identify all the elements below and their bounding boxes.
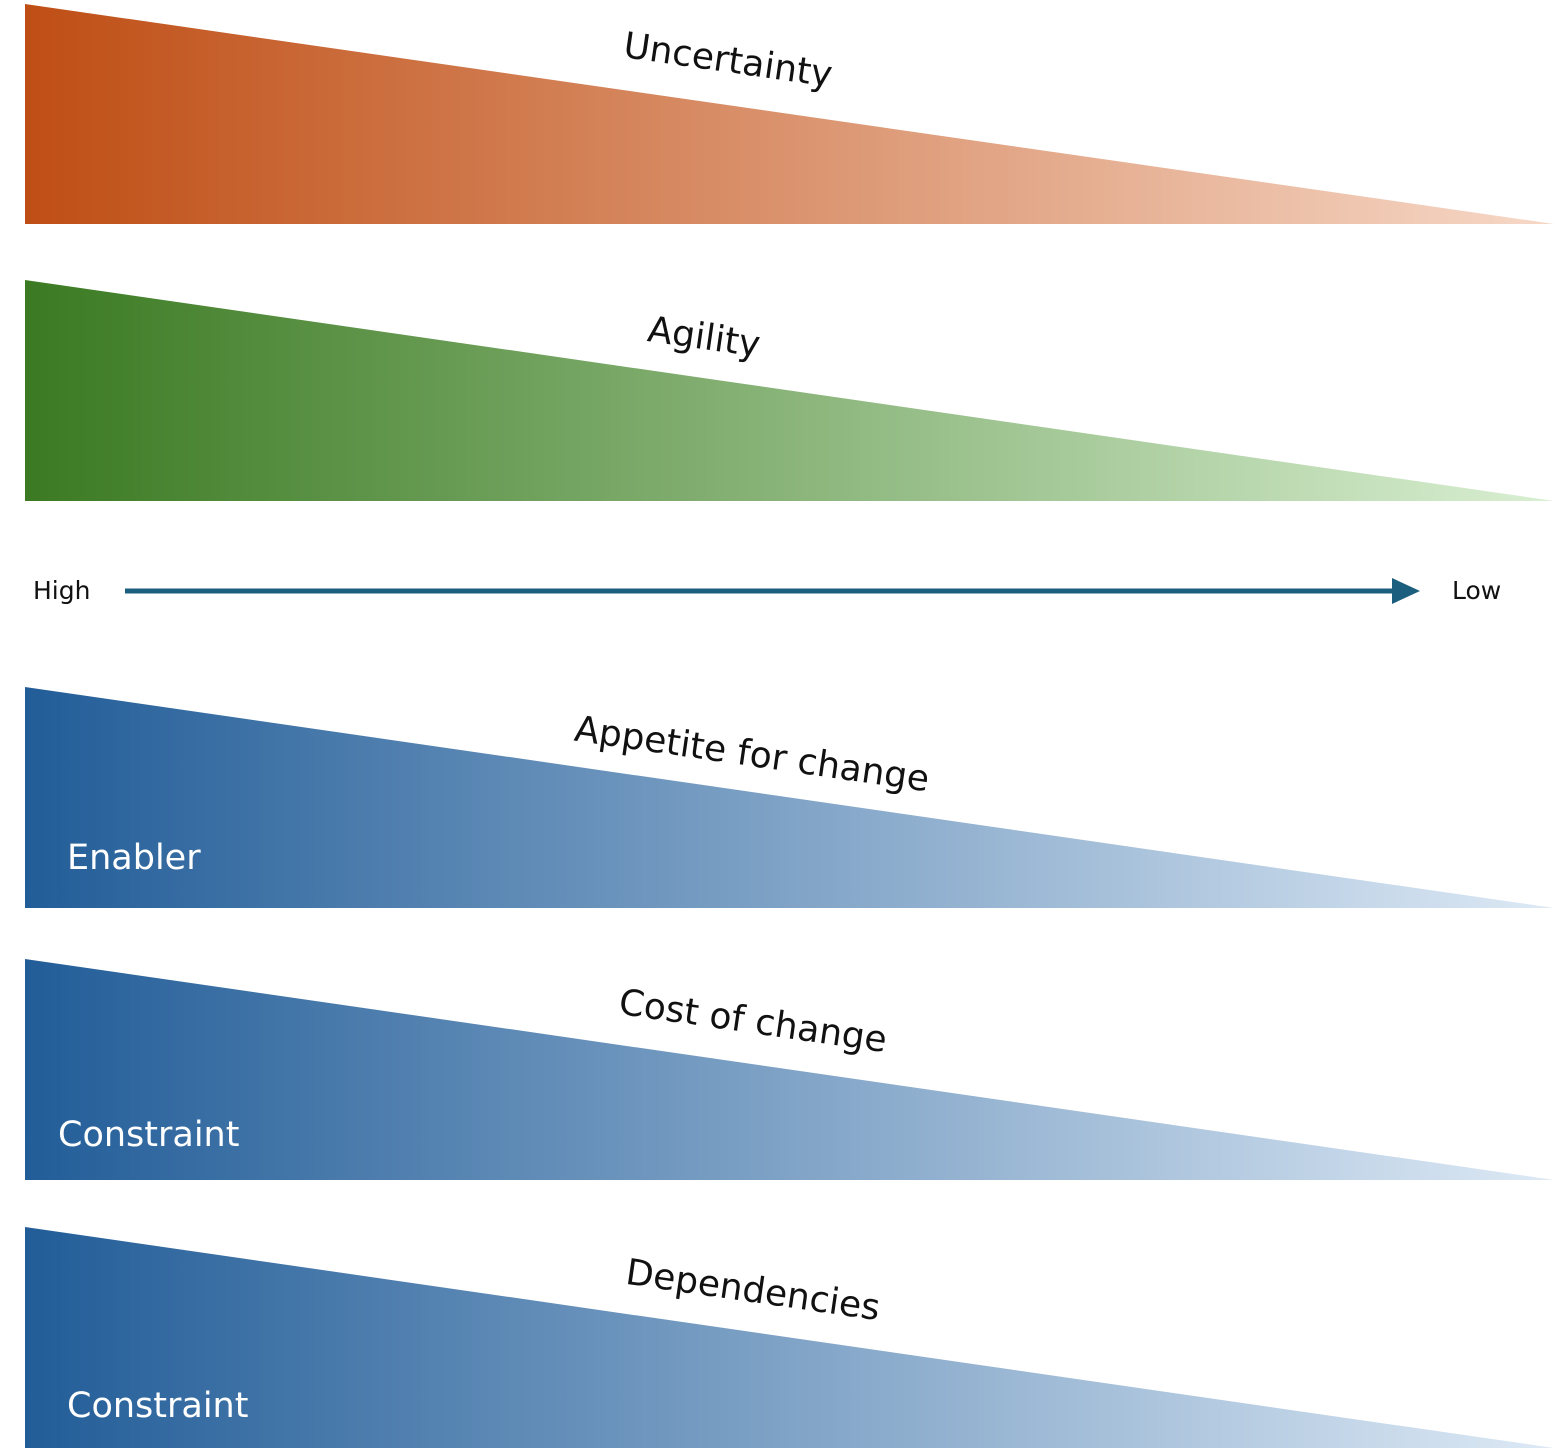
wedge-role-label: Enabler	[67, 838, 201, 878]
wedge-agility: Agility	[25, 280, 1554, 501]
wedge-role-label: Constraint	[58, 1115, 239, 1155]
wedge-shape	[25, 280, 1554, 501]
scale-arrowhead-icon	[1392, 578, 1420, 604]
scale-start-label: High	[33, 576, 90, 605]
wedge-role-label: Constraint	[67, 1386, 248, 1426]
wedge-shape	[25, 1227, 1554, 1448]
wedge-title: Agility	[645, 309, 763, 366]
wedge-title: Dependencies	[623, 1252, 882, 1329]
wedge-shape	[25, 959, 1554, 1180]
high-low-scale: High Low	[33, 576, 1501, 605]
wedge-dependencies: Dependencies Constraint	[25, 1227, 1554, 1448]
wedge-appetite-for-change: Appetite for change Enabler	[25, 687, 1554, 908]
wedge-shape	[25, 4, 1554, 224]
wedge-uncertainty: Uncertainty	[25, 4, 1554, 224]
wedge-shape	[25, 687, 1554, 908]
wedge-cost-of-change: Cost of change Constraint	[25, 959, 1554, 1180]
wedge-title: Cost of change	[616, 982, 889, 1061]
wedge-title: Uncertainty	[621, 25, 835, 96]
scale-end-label: Low	[1452, 576, 1501, 605]
